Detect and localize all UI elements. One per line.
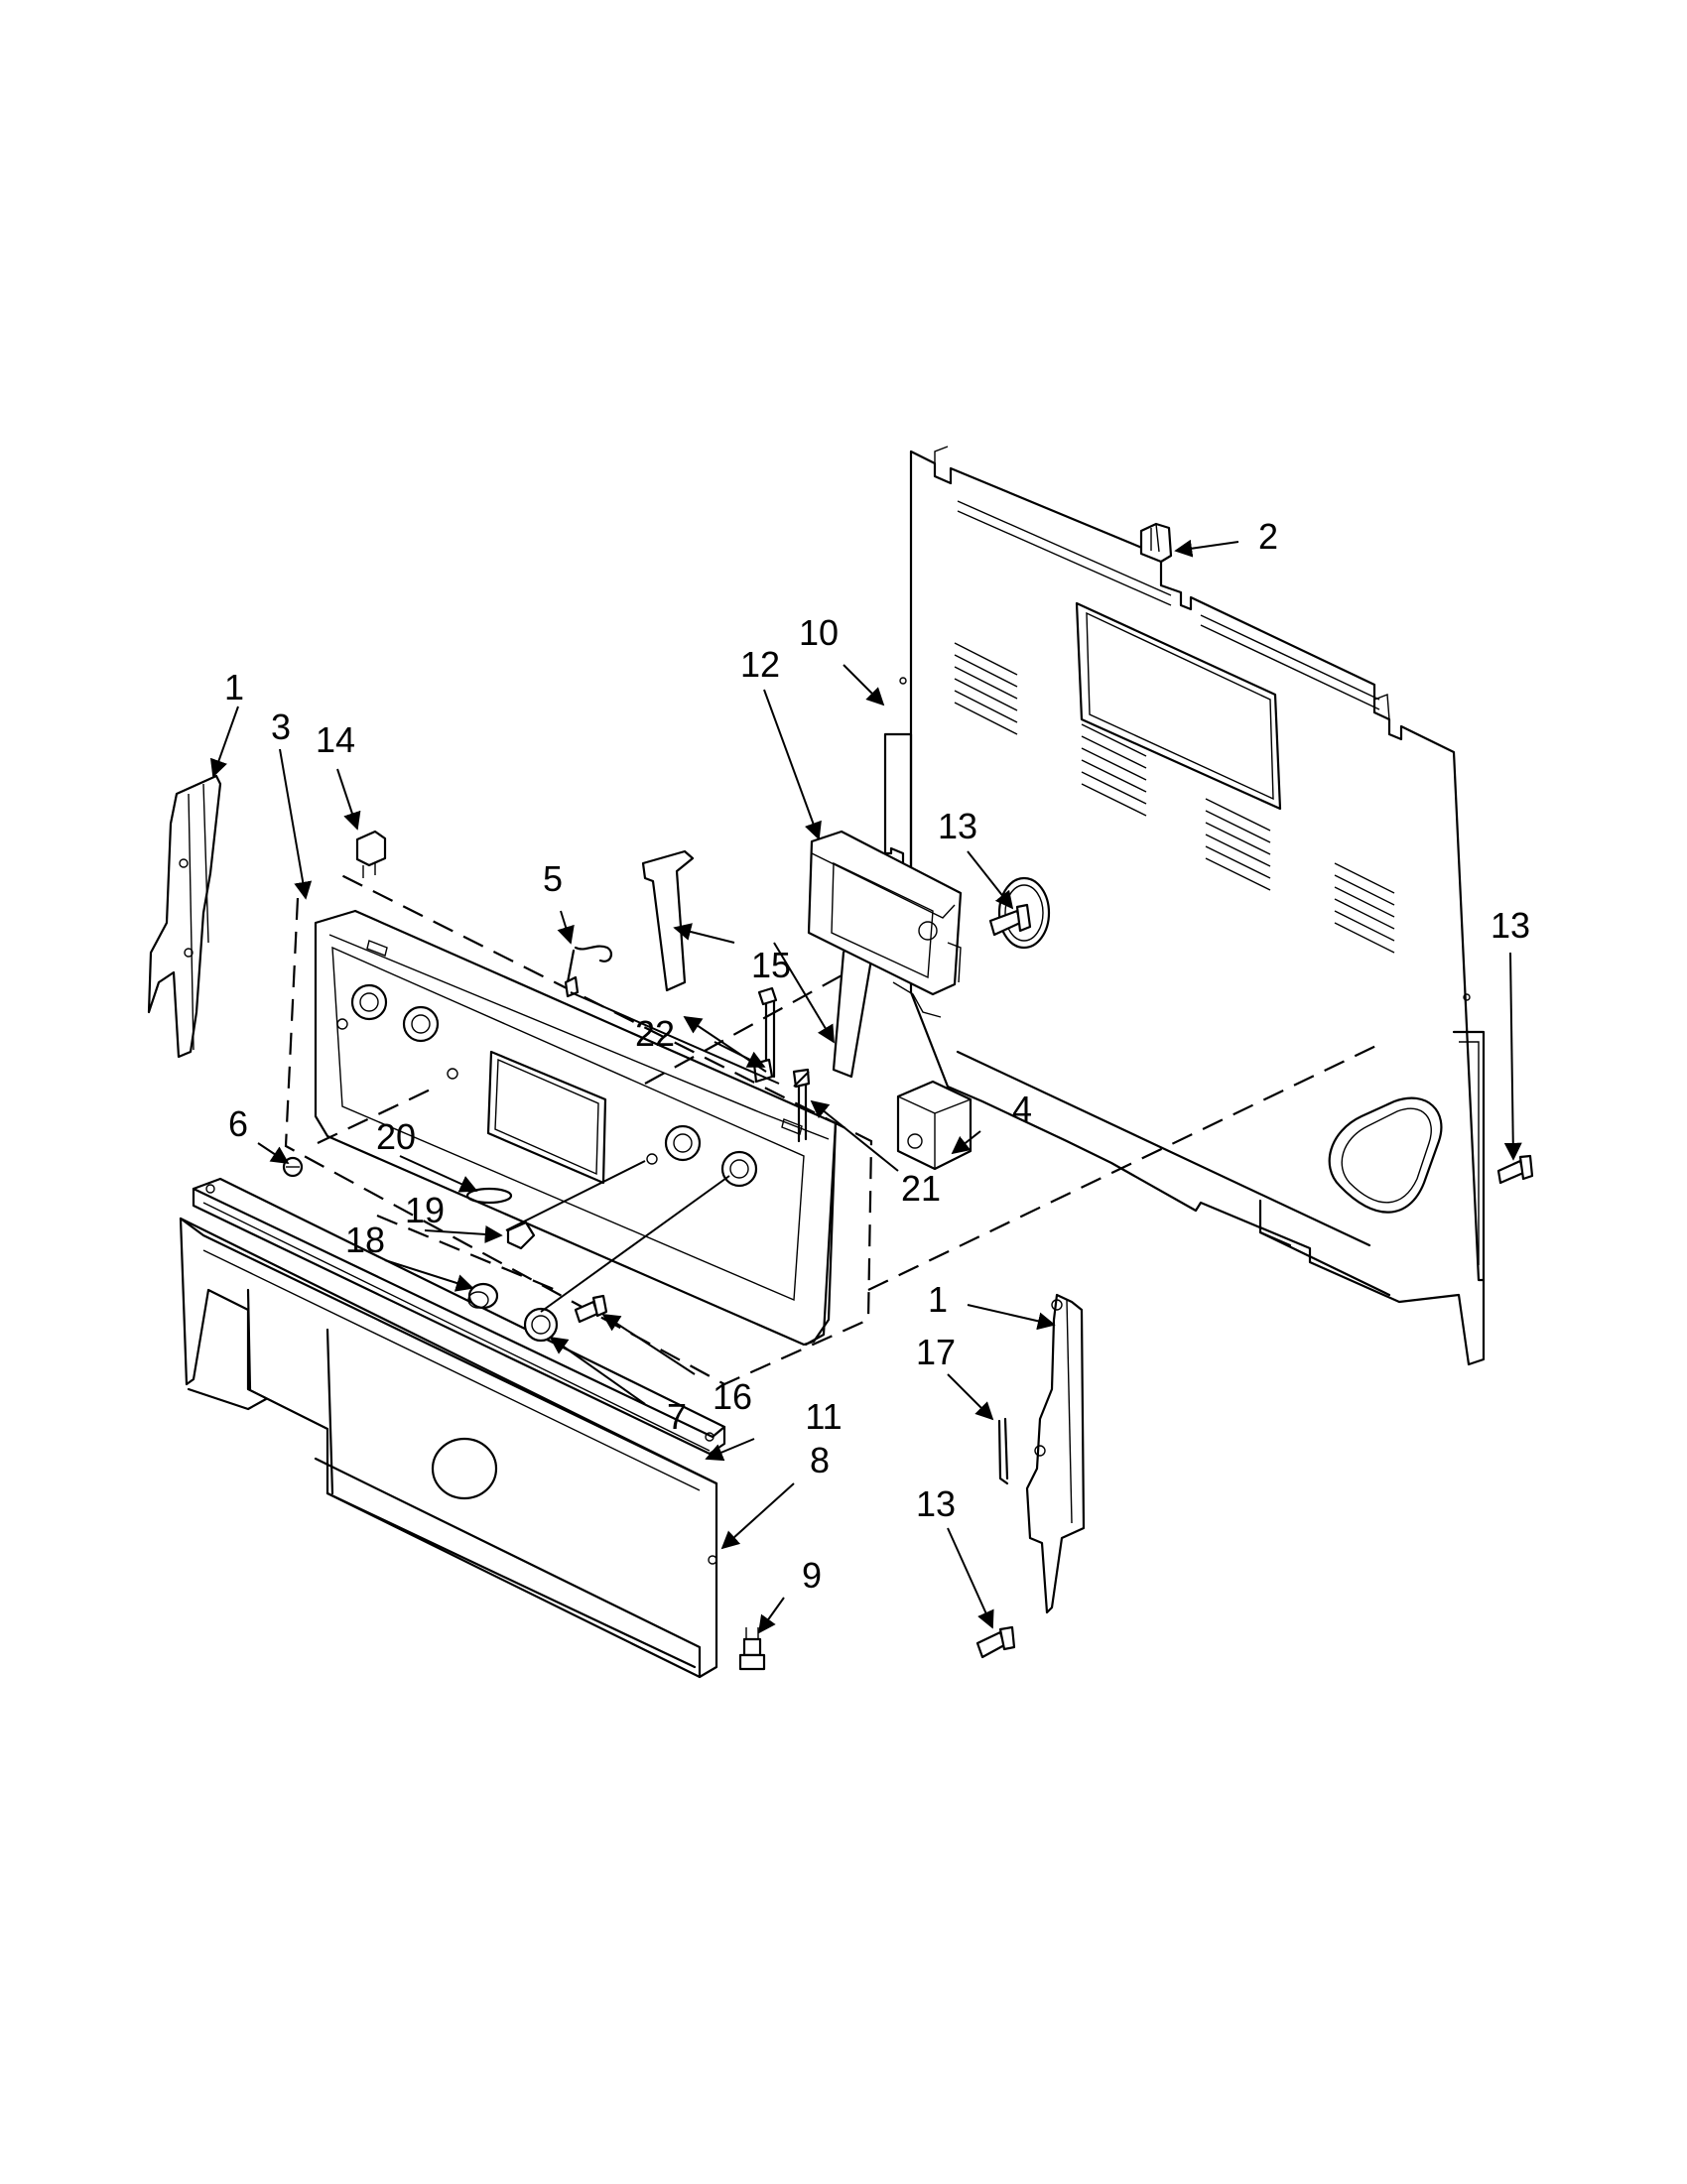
part-8-lower-panel bbox=[179, 1217, 718, 1679]
part-1-left-side-bracket bbox=[147, 774, 222, 1059]
callout-labels: 1 1 2 3 4 5 6 7 8 9 10 11 12 13 13 13 14… bbox=[224, 516, 1530, 1596]
part-1-right-side-bracket bbox=[1025, 1293, 1086, 1614]
callout-13-right: 13 bbox=[1491, 905, 1530, 946]
callout-20: 20 bbox=[376, 1116, 416, 1157]
part-12-control-board bbox=[807, 830, 963, 1018]
part-17-clip bbox=[997, 1417, 1009, 1485]
callout-5: 5 bbox=[543, 858, 563, 899]
part-15-bracket-left bbox=[641, 849, 695, 992]
callout-14: 14 bbox=[316, 719, 355, 760]
callout-2: 2 bbox=[1258, 516, 1278, 557]
alignment-line bbox=[867, 1041, 1385, 1291]
part-19-knob-insert bbox=[506, 1220, 536, 1250]
alignment-line bbox=[317, 1086, 438, 1144]
callout-16: 16 bbox=[713, 1376, 752, 1417]
callout-19: 19 bbox=[405, 1190, 445, 1230]
part-4-relay bbox=[896, 1080, 973, 1171]
assembly-outline bbox=[284, 872, 873, 1386]
callout-6: 6 bbox=[228, 1103, 248, 1144]
leader-lines bbox=[209, 539, 1522, 1634]
part-20-lens bbox=[465, 1187, 513, 1205]
callout-1-left: 1 bbox=[224, 667, 244, 707]
part-22-wire-lead bbox=[752, 986, 778, 1084]
callout-10: 10 bbox=[799, 612, 839, 653]
rear-panel bbox=[883, 446, 1486, 1366]
callout-13-center: 13 bbox=[938, 806, 977, 846]
part-6-screw bbox=[282, 1156, 304, 1178]
callout-22: 22 bbox=[635, 1013, 675, 1054]
part-14-switch bbox=[355, 830, 387, 878]
part-13-screw-c bbox=[975, 1625, 1016, 1659]
part-18-button bbox=[467, 1282, 499, 1310]
callout-15: 15 bbox=[751, 945, 791, 985]
callout-4: 4 bbox=[1012, 1089, 1032, 1129]
part-9-screw bbox=[738, 1627, 766, 1671]
callout-8: 8 bbox=[810, 1440, 830, 1480]
callout-1-right: 1 bbox=[928, 1279, 948, 1320]
callout-3: 3 bbox=[271, 707, 291, 747]
part-16-screw bbox=[574, 1294, 608, 1324]
callout-17: 17 bbox=[916, 1332, 956, 1372]
callout-7: 7 bbox=[667, 1396, 687, 1437]
callout-12: 12 bbox=[740, 644, 780, 685]
part-5-wire-harness bbox=[564, 945, 613, 998]
alignment-line bbox=[644, 952, 884, 1085]
callout-13-bottom: 13 bbox=[916, 1483, 956, 1524]
part-13-screw-b bbox=[1496, 1154, 1534, 1185]
part-2-clip bbox=[1139, 522, 1173, 564]
callout-21: 21 bbox=[901, 1168, 941, 1209]
part-13-screw-a bbox=[988, 903, 1032, 937]
part-7-knob bbox=[523, 1307, 559, 1343]
callout-18: 18 bbox=[345, 1220, 385, 1260]
callout-9: 9 bbox=[802, 1555, 822, 1596]
callout-11: 11 bbox=[805, 1396, 842, 1437]
